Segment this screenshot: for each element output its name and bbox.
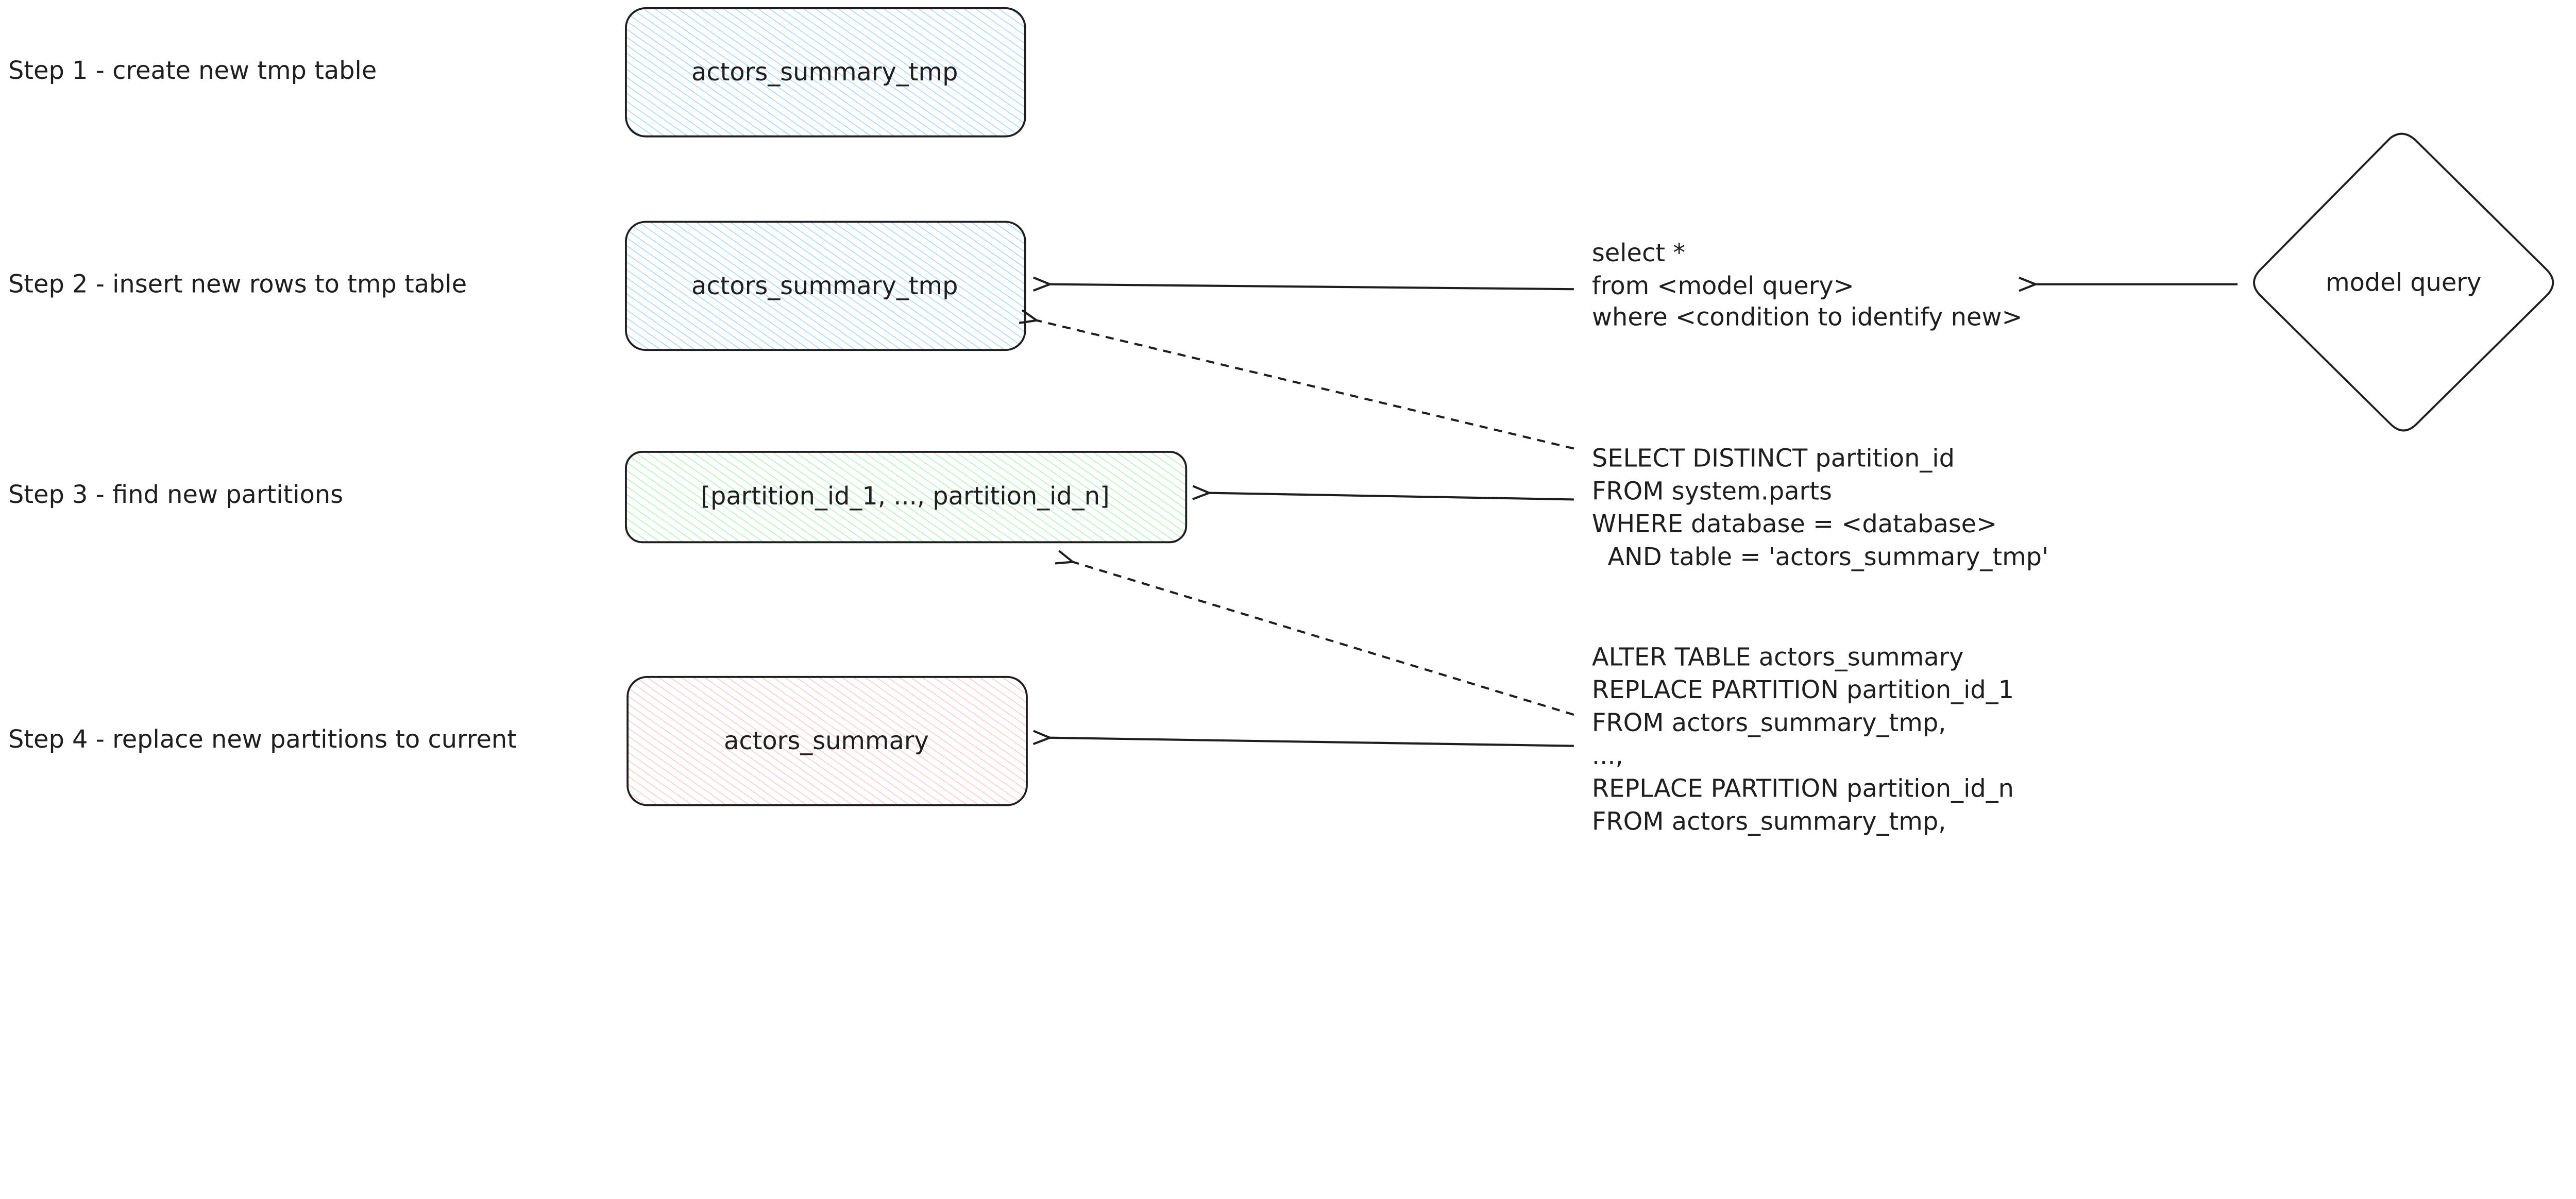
query-line: ..., bbox=[1592, 742, 1623, 770]
arrow-insert-to-tmp bbox=[1050, 284, 1574, 290]
partitions-query-text: SELECT DISTINCT partition_id FROM system… bbox=[1592, 445, 2048, 571]
step-2-label: Step 2 - insert new rows to tmp table bbox=[8, 271, 467, 299]
dashed-arrow-replace-to-partitions bbox=[1073, 562, 1574, 716]
query-line: where <condition to identify new> bbox=[1592, 303, 2023, 331]
box-label: actors_summary_tmp bbox=[691, 272, 958, 300]
box-label: actors_summary bbox=[724, 727, 929, 755]
query-line: SELECT DISTINCT partition_id bbox=[1592, 445, 1955, 473]
step-4-label: Step 4 - replace new partitions to curre… bbox=[8, 725, 517, 754]
query-line: WHERE database = <database> bbox=[1592, 510, 1997, 538]
query-line: FROM actors_summary_tmp, bbox=[1592, 807, 1946, 836]
insert-query-text: select * from <model query> where <condi… bbox=[1592, 239, 2023, 331]
box-label: [partition_id_1, ..., partition_id_n] bbox=[701, 482, 1109, 511]
query-line: select * bbox=[1592, 239, 1685, 267]
tmp-table-box-step1[interactable]: actors_summary_tmp bbox=[625, 7, 1026, 138]
query-line: ALTER TABLE actors_summary bbox=[1592, 643, 1964, 671]
query-line: FROM system.parts bbox=[1592, 477, 1832, 505]
query-line: REPLACE PARTITION partition_id_n bbox=[1592, 775, 2014, 803]
query-line: REPLACE PARTITION partition_id_1 bbox=[1592, 676, 2014, 704]
box-label: actors_summary_tmp bbox=[691, 58, 958, 87]
step-3-label: Step 3 - find new partitions bbox=[8, 481, 343, 509]
diagram-canvas: Step 1 - create new tmp table Step 2 - i… bbox=[8, 7, 2554, 836]
tmp-table-box-step2[interactable]: actors_summary_tmp bbox=[625, 221, 1026, 351]
arrow-partitions-query-to-list bbox=[1209, 493, 1574, 501]
partitions-box[interactable]: [partition_id_1, ..., partition_id_n] bbox=[625, 450, 1188, 544]
replace-query-text: ALTER TABLE actors_summary REPLACE PARTI… bbox=[1592, 643, 2014, 836]
actors-summary-box[interactable]: actors_summary bbox=[626, 676, 1028, 806]
arrow-replace-to-summary bbox=[1050, 738, 1574, 747]
dashed-arrow-partitions-query-to-tmp bbox=[1037, 320, 1574, 450]
diamond-label: model query bbox=[2326, 268, 2481, 297]
query-line: AND table = 'actors_summary_tmp' bbox=[1592, 543, 2048, 571]
model-query-diamond[interactable]: model query bbox=[2253, 132, 2554, 432]
query-line: from <model query> bbox=[1592, 272, 1854, 300]
step-1-label: Step 1 - create new tmp table bbox=[8, 57, 377, 85]
query-line: FROM actors_summary_tmp, bbox=[1592, 709, 1946, 737]
